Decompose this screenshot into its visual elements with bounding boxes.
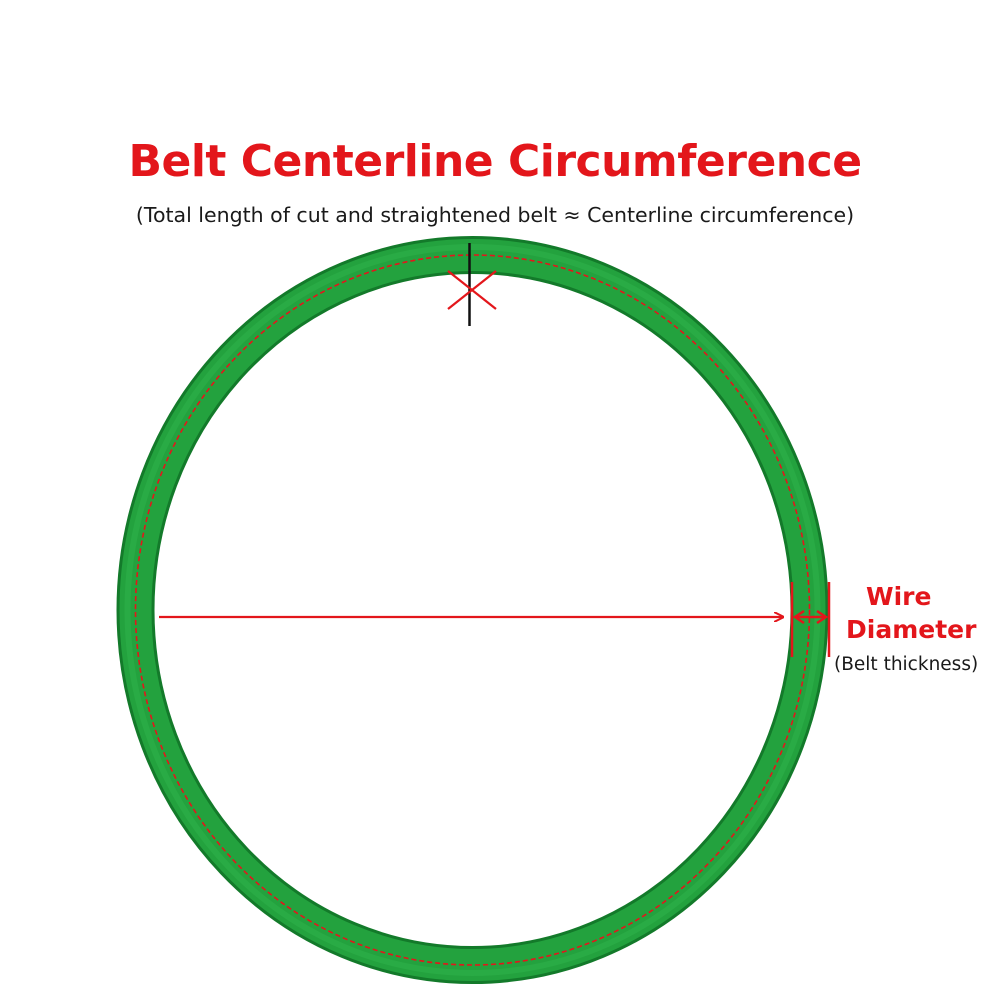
belt-ring-highlight: [124, 244, 821, 976]
belt-ring: [119, 239, 826, 981]
thickness-arrowhead-right: [816, 609, 829, 625]
belt-thickness-note: (Belt thickness): [834, 654, 979, 675]
wire-label-line2: Diameter: [846, 615, 977, 644]
wire-diameter-label: Wire Diameter: [846, 580, 998, 646]
centerline-dashed: [134, 254, 811, 966]
diagram-title: Belt Centerline Circumference: [128, 136, 862, 187]
cut-mark-x-2: [447, 270, 497, 310]
diagram-subtitle: (Total length of cut and straightened be…: [135, 203, 855, 227]
wire-label-line1: Wire: [866, 582, 932, 611]
thickness-arrowhead-left: [792, 609, 805, 625]
